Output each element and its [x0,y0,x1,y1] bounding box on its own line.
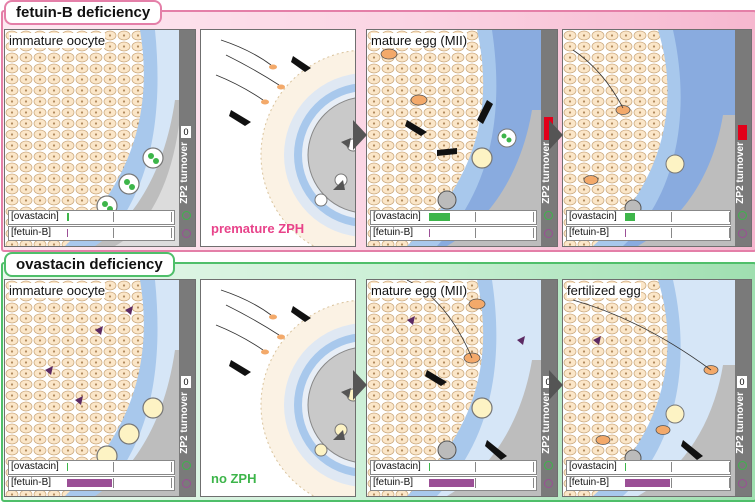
legend-row-ovastacin: [ovastacin] [370,460,537,475]
zp2-turnover-label: ZP2 turnover [541,142,552,204]
ovastacin-dot [738,211,747,220]
premature-zph-caption: premature ZPH [211,221,305,236]
ovastacin-dot [182,461,191,470]
legend-row-ovastacin: [ovastacin] [370,210,537,225]
panel-title: mature egg (MII) [371,283,468,298]
legend-ovastacin-label: [ovastacin] [569,461,617,472]
fetuin-b-level-bar [429,229,430,237]
level-legend: [ovastacin] [fetuin-B] [566,210,731,241]
ovastacin-level-bar [625,463,626,471]
legend-row-ovastacin: [ovastacin] [566,210,731,225]
no-zph-caption: no ZPH [211,471,257,486]
legend-ovastacin-label: [ovastacin] [11,211,59,222]
legend-row-fetuin-b: [fetuin-B] [8,226,175,241]
ovastacin-section-title: ovastacin deficiency [4,252,175,277]
zp2-turnover-label: ZP2 turnover [541,392,552,454]
legend-row-ovastacin: [ovastacin] [8,460,175,475]
fetuin-b-dot [738,229,747,238]
fetuin-b-level-bar [625,479,670,487]
legend-row-fetuin-b: [fetuin-B] [370,226,537,241]
zp2-turnover-label: ZP2 turnover [735,392,746,454]
zp2-turnover-bar: ZP2 turnover [735,30,751,246]
ovastacin-dot [738,461,747,470]
panel-title: immature oocyte [9,283,106,298]
panel-sperm-binding-bottom: no ZPH [200,279,356,497]
fetuin-b-section-title: fetuin-B deficiency [4,0,163,25]
panel-sperm-binding-top: premature ZPH [200,29,356,247]
zp2-turnover-bar: 0 ZP2 turnover [735,280,751,496]
fetuin-b-dot [182,229,191,238]
zp2-turnover-label: ZP2 turnover [179,392,190,454]
legend-row-ovastacin: [ovastacin] [8,210,175,225]
legend-ovastacin-label: [ovastacin] [373,211,421,222]
legend-row-fetuin-b: [fetuin-B] [566,476,731,491]
fetuin-b-dot [738,479,747,488]
level-legend: [ovastacin] [fetuin-B] [566,460,731,491]
legend-fetuin-b-label: [fetuin-B] [569,477,610,488]
zp2-zero: 0 [181,376,191,388]
legend-row-fetuin-b: [fetuin-B] [8,476,175,491]
fetuin-b-level-bar [67,479,112,487]
ovastacin-dot [544,461,553,470]
panel-title: mature egg (MII) [371,33,468,48]
ovastacin-level-bar [67,463,68,471]
zp2-turnover-label: ZP2 turnover [179,142,190,204]
level-legend: [ovastacin] [fetuin-B] [370,210,537,241]
legend-fetuin-b-label: [fetuin-B] [373,477,414,488]
fetuin-b-dot [544,479,553,488]
zp2-turnover-bar: 0 ZP2 turnover [179,30,195,246]
no-zona-hardening-illustration [215,289,355,496]
legend-fetuin-b-label: [fetuin-B] [11,227,52,238]
level-legend: [ovastacin] [fetuin-B] [8,210,175,241]
panel-title: fertilized egg [567,283,641,298]
zp2-turnover-label: ZP2 turnover [735,142,746,204]
panel-immature-oocyte-bottom: immature oocyte 0 ZP2 turnover [ovastaci… [4,279,196,497]
level-legend: [ovastacin] [fetuin-B] [370,460,537,491]
legend-row-ovastacin: [ovastacin] [566,460,731,475]
legend-fetuin-b-label: [fetuin-B] [373,227,414,238]
ovastacin-level-bar [625,213,635,221]
fetuin-b-level-bar [625,229,626,237]
legend-row-fetuin-b: [fetuin-B] [566,226,731,241]
oocyte-illustration [5,280,195,496]
zp2-turnover-level [544,117,553,140]
arrow-right-icon [549,120,563,150]
legend-fetuin-b-label: [fetuin-B] [569,227,610,238]
arrow-right-icon [353,370,367,400]
ovastacin-dot [544,211,553,220]
zp2-turnover-bar: 0 ZP2 turnover [179,280,195,496]
ovastacin-dot [182,211,191,220]
panel-title: immature oocyte [9,33,106,48]
level-legend: [ovastacin] [fetuin-B] [8,460,175,491]
legend-ovastacin-label: [ovastacin] [373,461,421,472]
panel-mature-egg-top: mature egg (MII) ZP2 turnover [ovastacin… [366,29,558,247]
zp2-zero: 0 [737,376,747,388]
zp2-zero: 0 [181,126,191,138]
fetuin-b-level-bar [429,479,474,487]
ovastacin-level-bar [429,463,430,471]
zp2-zero: 0 [543,376,553,388]
fetuin-b-dot [544,229,553,238]
arrow-right-icon [353,120,367,150]
zona-hardening-illustration [215,39,355,246]
panel-mature-egg-bottom: mature egg (MII) 0 ZP2 turnover [ovastac… [366,279,558,497]
panel-immature-oocyte-top: immature oocyte 0 ZP2 turnover [ovastaci… [4,29,196,247]
legend-ovastacin-label: [ovastacin] [569,211,617,222]
fetuin-b-dot [182,479,191,488]
ovastacin-level-bar [67,213,69,221]
panel-fertilized-egg-bottom: fertilized egg 0 ZP2 turnover [ovastacin… [562,279,752,497]
ovastacin-level-bar [429,213,450,221]
arrow-right-icon [549,370,563,400]
panel-post-fertilization-top: ZP2 turnover [ovastacin] [fetuin-B] [562,29,752,247]
legend-fetuin-b-label: [fetuin-B] [11,477,52,488]
fetuin-b-level-bar [67,229,68,237]
legend-row-fetuin-b: [fetuin-B] [370,476,537,491]
zp2-turnover-level [738,125,747,140]
legend-ovastacin-label: [ovastacin] [11,461,59,472]
